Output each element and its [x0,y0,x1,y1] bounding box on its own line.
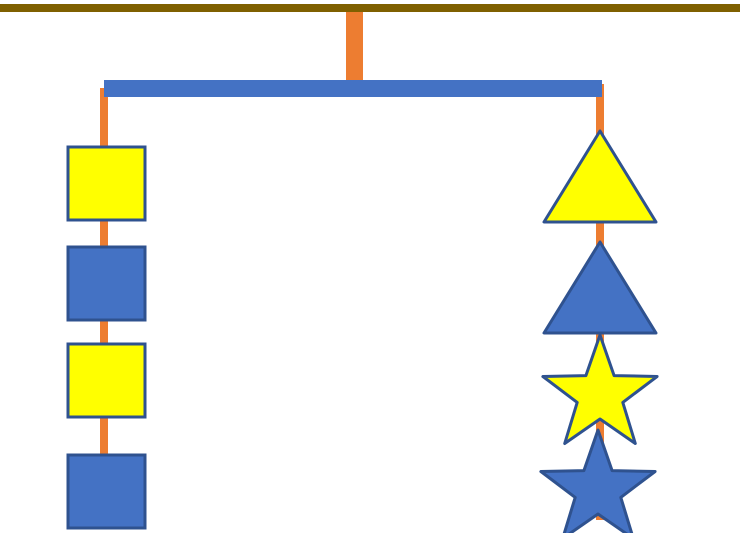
blue-square [66,245,147,322]
ceiling-bar [0,4,740,12]
blue-square [66,453,147,530]
blue-triangle [542,240,658,335]
center-hanging-string [346,12,363,90]
blue-star [539,428,657,533]
yellow-square [66,342,147,419]
mobile-crossbar [104,80,602,97]
yellow-square [66,145,147,222]
yellow-triangle [542,129,658,224]
right-arm-shapes [539,129,659,533]
left-arm-shapes [66,145,147,530]
yellow-star [541,333,659,445]
